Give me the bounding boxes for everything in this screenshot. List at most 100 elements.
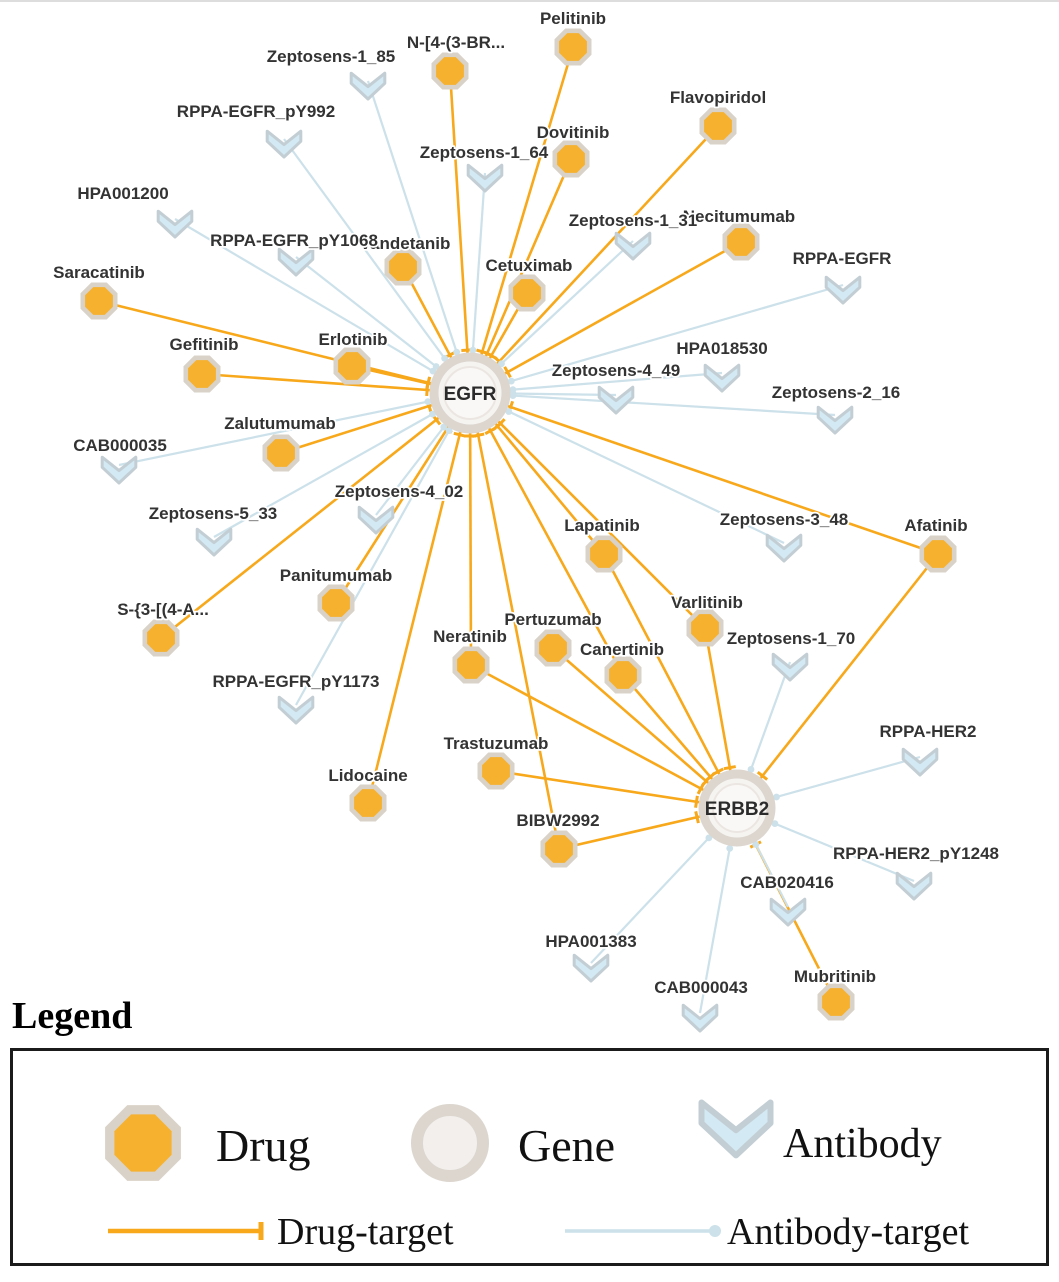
antibody-node-hpa001383[interactable] <box>574 955 608 981</box>
drug-node-s-3-4-a[interactable] <box>147 624 175 652</box>
drug-node-zalutumumab[interactable] <box>267 439 295 467</box>
drug-edge-egfr-pelitinib <box>470 47 573 393</box>
antibody-node-zeptosens-1-64[interactable] <box>468 165 502 191</box>
antibody-node-zeptosens-4-02[interactable] <box>359 507 393 533</box>
legend-title: Legend <box>12 994 132 1038</box>
drug-node-afatinib[interactable] <box>924 540 952 568</box>
drug-edge-egfr-afatinib <box>470 393 938 554</box>
antibody-edge-dot <box>470 347 477 354</box>
antibody-node-hpa018530[interactable] <box>705 365 739 391</box>
node-label-zeptosens-4-02: Zeptosens-4_02 <box>335 482 464 501</box>
antibody-node-cab000035[interactable] <box>102 457 136 483</box>
antibody-node-rppa-egfr-py1068[interactable] <box>279 249 313 275</box>
legend-canvas: Drug Gene Antibody Drug-target Antibody-… <box>13 1051 1040 1257</box>
node-label-necitumumab: Necitumumab <box>683 207 795 226</box>
gene-label-erbb2: ERBB2 <box>705 799 769 820</box>
node-label-cab020416: CAB020416 <box>740 873 834 892</box>
drug-edge-egfr-varlitinib <box>470 393 705 628</box>
node-label-canertinib: Canertinib <box>580 640 664 659</box>
node-label-cab000043: CAB000043 <box>654 978 748 997</box>
legend-antibody-edge-dot <box>709 1225 721 1237</box>
node-label-hpa001383: HPA001383 <box>545 932 636 951</box>
drug-node-cetuximab[interactable] <box>513 279 541 307</box>
legend-drug-label: Drug <box>216 1120 311 1171</box>
drug-node-necitumumab[interactable] <box>727 228 755 256</box>
drug-edge-tee <box>427 378 430 390</box>
node-label-cetuximab: Cetuximab <box>486 256 573 275</box>
legend-antibody-edge-label: Antibody-target <box>727 1211 969 1253</box>
antibody-node-zeptosens-3-48[interactable] <box>767 535 801 561</box>
antibody-node-rppa-egfr-py1173[interactable] <box>279 697 313 723</box>
drug-edge-tee <box>696 796 698 808</box>
node-label-pelitinib: Pelitinib <box>540 9 606 28</box>
legend-gene-icon <box>417 1110 483 1176</box>
node-label-zeptosens-4-49: Zeptosens-4_49 <box>552 361 681 380</box>
node-label-varlitinib: Varlitinib <box>671 593 743 612</box>
antibody-node-rppa-egfr[interactable] <box>826 277 860 303</box>
drug-node-vandetanib[interactable] <box>389 253 417 281</box>
node-label-pertuzumab: Pertuzumab <box>504 610 601 629</box>
drug-node-pertuzumab[interactable] <box>539 634 567 662</box>
antibody-node-zeptosens-4-49[interactable] <box>599 387 633 413</box>
antibody-node-rppa-her2-py1248[interactable] <box>897 873 931 899</box>
legend-gene-label: Gene <box>518 1120 615 1171</box>
antibody-node-rppa-her2[interactable] <box>903 749 937 775</box>
drug-node-n-4-3-br[interactable] <box>436 57 464 85</box>
node-label-rppa-her2: RPPA-HER2 <box>880 722 977 741</box>
drug-node-flavopiridol[interactable] <box>704 112 732 140</box>
drug-node-lidocaine[interactable] <box>354 789 382 817</box>
node-label-zeptosens-1-70: Zeptosens-1_70 <box>727 629 856 648</box>
drug-edge-tee <box>472 434 484 436</box>
antibody-node-hpa001200[interactable] <box>158 211 192 237</box>
drug-edge-tee <box>696 811 699 823</box>
legend-box: Drug Gene Antibody Drug-target Antibody-… <box>10 1048 1049 1266</box>
drug-node-neratinib[interactable] <box>457 651 485 679</box>
node-label-neratinib: Neratinib <box>433 627 507 646</box>
drug-node-panitumumab[interactable] <box>322 589 350 617</box>
drug-node-saracatinib[interactable] <box>85 287 113 315</box>
antibody-node-cab020416[interactable] <box>771 899 805 925</box>
legend-drug-edge-label: Drug-target <box>277 1211 454 1253</box>
drug-node-pelitinib[interactable] <box>559 33 587 61</box>
node-label-gefitinib: Gefitinib <box>170 335 239 354</box>
node-label-s-3-4-a: S-{3-[(4-A... <box>117 600 209 619</box>
antibody-node-zeptosens-1-85[interactable] <box>351 73 385 99</box>
antibody-node-zeptosens-1-70[interactable] <box>773 654 807 680</box>
node-label-hpa001200: HPA001200 <box>77 184 168 203</box>
drug-node-bibw2992[interactable] <box>545 835 573 863</box>
gene-label-egfr: EGFR <box>444 384 497 405</box>
drug-node-trastuzumab[interactable] <box>482 757 510 785</box>
drug-node-erlotinib[interactable] <box>338 352 366 380</box>
node-label-dovitinib: Dovitinib <box>537 123 610 142</box>
antibody-node-rppa-egfr-py992[interactable] <box>267 131 301 157</box>
node-label-rppa-egfr-py992: RPPA-EGFR_pY992 <box>177 102 335 121</box>
node-label-afatinib: Afatinib <box>904 516 967 535</box>
antibody-node-zeptosens-2-16[interactable] <box>818 407 852 433</box>
node-label-trastuzumab: Trastuzumab <box>444 734 549 753</box>
node-label-zeptosens-3-48: Zeptosens-3_48 <box>720 510 849 529</box>
antibody-node-zeptosens-1-31[interactable] <box>616 233 650 259</box>
drug-node-mubritinib[interactable] <box>822 988 850 1016</box>
node-label-rppa-her2-py1248: RPPA-HER2_pY1248 <box>833 844 999 863</box>
drug-node-dovitinib[interactable] <box>557 145 585 173</box>
drug-edge-erbb2-afatinib <box>737 554 938 808</box>
legend-drug-icon <box>114 1114 171 1171</box>
node-label-lidocaine: Lidocaine <box>328 766 407 785</box>
node-label-hpa018530: HPA018530 <box>676 339 767 358</box>
node-label-zeptosens-1-64: Zeptosens-1_64 <box>420 143 549 162</box>
node-label-zeptosens-5-33: Zeptosens-5_33 <box>149 504 278 523</box>
node-label-rppa-egfr-py1173: RPPA-EGFR_pY1173 <box>213 672 380 691</box>
node-label-n-4-3-br: N-[4-(3-BR... <box>407 33 505 52</box>
node-label-zeptosens-2-16: Zeptosens-2_16 <box>772 383 901 402</box>
antibody-node-zeptosens-5-33[interactable] <box>197 529 231 555</box>
drug-node-canertinib[interactable] <box>609 661 637 689</box>
node-label-erlotinib: Erlotinib <box>319 330 388 349</box>
node-label-zeptosens-1-31: Zeptosens-1_31 <box>569 211 698 230</box>
drug-node-gefitinib[interactable] <box>188 360 216 388</box>
drug-node-varlitinib[interactable] <box>691 614 719 642</box>
node-label-zeptosens-1-85: Zeptosens-1_85 <box>267 47 396 66</box>
node-label-flavopiridol: Flavopiridol <box>670 88 766 107</box>
drug-node-lapatinib[interactable] <box>590 540 618 568</box>
